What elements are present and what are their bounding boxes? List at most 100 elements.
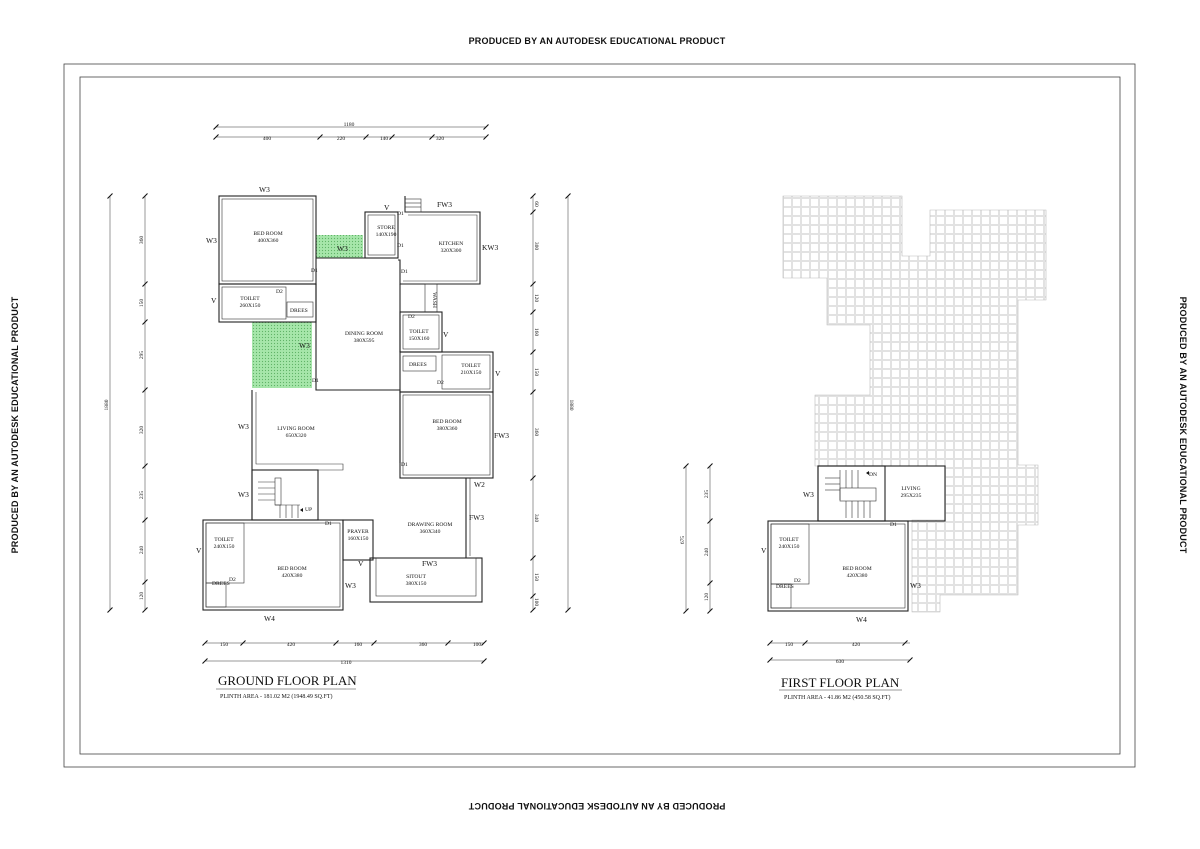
dim-tick	[142, 463, 148, 469]
dim-right-9: 100	[533, 598, 539, 607]
lbl-v-toilet2: V	[443, 330, 449, 339]
first-floor-plan	[767, 195, 1047, 613]
dim-right-5: 150	[533, 368, 539, 377]
lbl-drees2: DREES	[409, 362, 427, 368]
ground-floor-plinth: PLINTH AREA - 181.02 M2 (1948.49 SQ.FT)	[220, 693, 333, 700]
ground-floor-plan	[202, 195, 494, 611]
dim-top-total: 1180	[344, 122, 355, 128]
dim-tick	[707, 463, 713, 469]
green-hatch-lightwell	[252, 322, 312, 388]
ff-dim-bottom-total: 630	[836, 659, 845, 665]
roof-tile-area	[782, 195, 1047, 613]
lbl-wash: WASH	[431, 292, 437, 308]
toilet-1	[218, 283, 317, 323]
dim-tick	[767, 640, 773, 646]
dining-room	[315, 284, 401, 463]
dim-top-1: 400	[263, 136, 272, 142]
dim-right-total: 1880	[568, 400, 574, 411]
dim-tick	[530, 349, 536, 355]
watermark-left: PRODUCED BY AN AUTODESK EDUCATIONAL PROD…	[10, 296, 20, 553]
ff-lbl-w4: W4	[856, 615, 867, 624]
dim-tick	[530, 475, 536, 481]
dim-tick	[530, 281, 536, 287]
lbl-v-toilet1: V	[211, 296, 217, 305]
dim-left-5: 235	[139, 491, 145, 500]
ff-bedroom	[767, 520, 909, 612]
green-hatch-courtyard	[316, 235, 363, 258]
lbl-d2-toilet4: D2	[229, 577, 236, 583]
dimension-ticks	[107, 124, 913, 664]
prayer-room	[342, 519, 374, 561]
ff-drees	[770, 583, 792, 609]
ff-lbl-dn: DN	[869, 472, 877, 478]
lbl-v-prayer: V	[358, 559, 364, 568]
dim-tick	[481, 640, 487, 646]
dim-bottom-2: 420	[287, 642, 296, 648]
dim-right-6: 360	[533, 428, 539, 437]
lbl-d1-bed3: D1	[325, 521, 332, 527]
dim-tick	[530, 309, 536, 315]
dim-tick	[142, 387, 148, 393]
lbl-w3-top: W3	[259, 185, 270, 194]
drees-3	[205, 582, 227, 608]
dim-tick	[907, 657, 913, 663]
dim-tick	[802, 640, 808, 646]
lbl-kw3: KW3	[482, 243, 498, 252]
lbl-w3-living: W3	[238, 422, 249, 431]
dim-left-3: 295	[139, 351, 145, 360]
ff-lbl-w3-stair: W3	[803, 490, 814, 499]
dim-tick	[142, 281, 148, 287]
dim-left-4: 320	[139, 426, 145, 435]
dim-left-2: 150	[139, 299, 145, 308]
inner-border	[79, 76, 1121, 755]
dim-top-4: 320	[436, 136, 445, 142]
dim-tick	[683, 463, 689, 469]
dim-tick	[530, 593, 536, 599]
ff-lbl-v: V	[761, 546, 767, 555]
dim-tick	[445, 640, 451, 646]
ff-dim-bottom-2: 420	[852, 642, 861, 648]
dim-tick	[707, 608, 713, 614]
lbl-fw3-kitchen: FW3	[437, 200, 452, 209]
ff-lbl-w3-bed: W3	[910, 581, 921, 590]
lbl-up: UP	[305, 507, 312, 513]
dim-tick	[483, 124, 489, 130]
dim-tick	[565, 193, 571, 199]
dim-tick	[429, 134, 435, 140]
dim-tick	[317, 134, 323, 140]
dim-tick	[707, 518, 713, 524]
first-floor-dimensions: 150 420 630 675 235 240 120	[680, 466, 910, 665]
dim-tick	[530, 209, 536, 215]
dim-tick	[683, 608, 689, 614]
dim-tick	[481, 658, 487, 664]
dim-tick	[530, 193, 536, 199]
lbl-d1-bed1: D1	[311, 268, 318, 274]
living-room	[251, 390, 343, 521]
dim-right-1: 60	[533, 201, 539, 207]
lbl-d1-bed2: D1	[401, 462, 408, 468]
ground-floor-title: GROUND FLOOR PLAN	[218, 673, 357, 688]
dim-tick	[530, 389, 536, 395]
dim-tick	[333, 640, 339, 646]
dim-top-3: 140	[380, 136, 389, 142]
lbl-d2-toilet1: D2	[276, 289, 283, 295]
ff-lbl-drees: DREES	[776, 584, 794, 590]
ff-lbl-d2: D2	[794, 578, 801, 584]
toilet-4	[205, 522, 245, 584]
lbl-w3-stair: W3	[238, 490, 249, 499]
dim-left-6: 240	[139, 546, 145, 555]
lbl-fw3-bed2: FW3	[494, 431, 509, 440]
dim-tick	[371, 640, 377, 646]
